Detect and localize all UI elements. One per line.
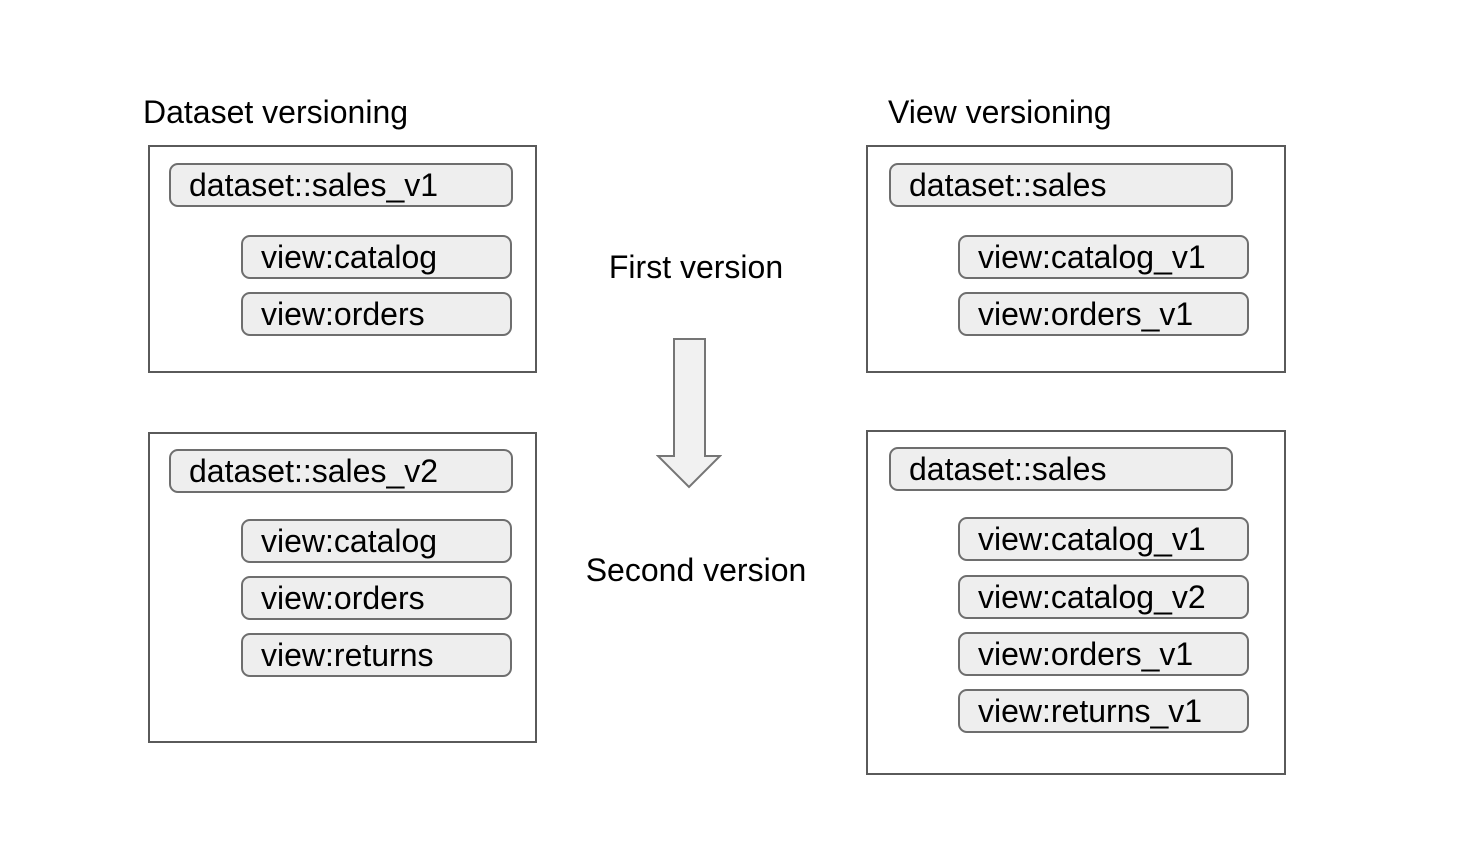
dataset-pill: dataset::sales <box>889 447 1233 491</box>
view-pill: view:orders <box>241 292 512 336</box>
view-pill: view:orders_v1 <box>958 292 1249 336</box>
dataset-pill: dataset::sales_v2 <box>169 449 513 493</box>
down-arrow-icon <box>656 337 722 489</box>
view-pill: view:catalog <box>241 235 512 279</box>
view-pill: view:orders_v1 <box>958 632 1249 676</box>
dataset-versioning-second-box: dataset::sales_v2 view:catalog view:orde… <box>148 432 537 743</box>
view-pill: view:returns_v1 <box>958 689 1249 733</box>
view-pill: view:orders <box>241 576 512 620</box>
view-pill: view:catalog_v2 <box>958 575 1249 619</box>
dataset-pill: dataset::sales_v1 <box>169 163 513 207</box>
view-pill: view:catalog <box>241 519 512 563</box>
view-versioning-title: View versioning <box>888 94 1112 130</box>
first-version-label: First version <box>608 249 784 285</box>
view-pill: view:catalog_v1 <box>958 235 1249 279</box>
second-version-label: Second version <box>585 552 807 588</box>
dataset-versioning-first-box: dataset::sales_v1 view:catalog view:orde… <box>148 145 537 373</box>
view-versioning-second-box: dataset::sales view:catalog_v1 view:cata… <box>866 430 1286 775</box>
dataset-pill: dataset::sales <box>889 163 1233 207</box>
view-versioning-first-box: dataset::sales view:catalog_v1 view:orde… <box>866 145 1286 373</box>
view-pill: view:catalog_v1 <box>958 517 1249 561</box>
view-pill: view:returns <box>241 633 512 677</box>
dataset-versioning-title: Dataset versioning <box>143 94 409 130</box>
